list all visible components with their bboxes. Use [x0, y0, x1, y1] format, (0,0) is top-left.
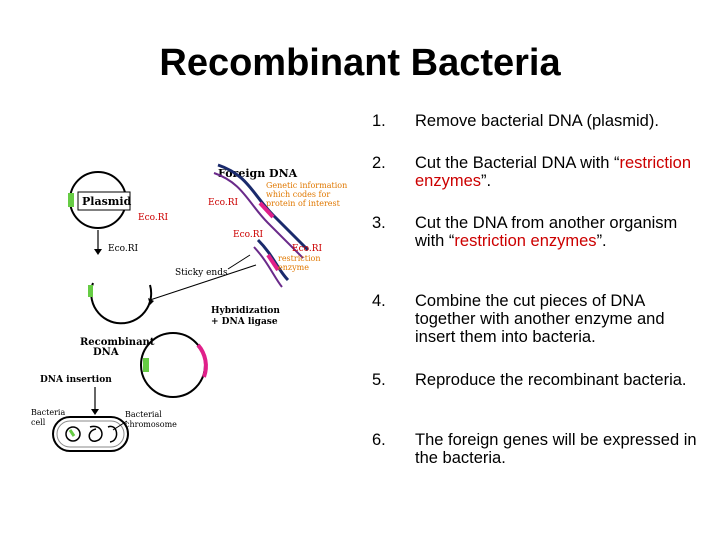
step-5-text: Reproduce the recombinant bacteria. — [415, 371, 687, 389]
step-4-number: 4. — [372, 292, 386, 310]
ecori-label-1: Eco.RI — [138, 213, 169, 223]
bacteria-cell-line-2: cell — [31, 418, 46, 427]
restriction-enzyme-line-1: restriction — [278, 254, 320, 263]
bacterial-chromosome-line-1: Bacterial — [125, 410, 162, 419]
bacteria-cell-shape — [52, 416, 129, 452]
plasmid-label: Plasmid — [82, 195, 132, 208]
step-6-number: 6. — [372, 431, 386, 449]
step-5-number: 5. — [372, 371, 386, 389]
genetic-info-line-3: protein of interest — [266, 199, 341, 208]
hybridization-line-2: + DNA ligase — [211, 317, 278, 327]
bacteria-cell-line-1: Bacteria — [31, 408, 65, 417]
ecori-label-4: Eco.RI — [233, 230, 264, 240]
step-1-number: 1. — [372, 112, 386, 130]
step-3-text-pre: Cut the DNA from another organism with “ — [415, 214, 678, 250]
step-3-text: Cut the DNA from another organism with “… — [415, 214, 700, 250]
dna-insertion-label: DNA insertion — [40, 375, 112, 385]
cut-foreign-dna — [253, 238, 290, 288]
plasmid-label-box: Plasmid — [77, 191, 132, 211]
arrow-head-1 — [94, 249, 102, 255]
step-2-text-post: ”. — [481, 172, 492, 190]
genetic-info-line-1: Genetic information — [266, 181, 347, 190]
recombinant-dna-diagram: Plasmid Eco.RI Eco.RI Foreign DNA Geneti… — [28, 155, 358, 465]
step-4-text: Combine the cut pieces of DNA together w… — [415, 292, 665, 346]
sticky-ends-pointer — [227, 254, 251, 270]
hybridization-line-1: Hybridization — [211, 306, 280, 316]
restriction-enzyme-line-2: enzyme — [278, 263, 309, 272]
step-2-number: 2. — [372, 154, 386, 172]
step-1-text: Remove bacterial DNA (plasmid). — [415, 112, 659, 130]
step-3-number: 3. — [372, 214, 386, 232]
bacterial-chromosome-line-2: chromosome — [125, 420, 177, 429]
step-3-text-highlight: restriction enzymes — [454, 232, 597, 250]
recombinant-dna-line-2: DNA — [93, 347, 119, 358]
step-6-text: The foreign genes will be expressed in t… — [415, 431, 697, 467]
step-2-text-pre: Cut the Bacterial DNA with “ — [415, 154, 620, 172]
diagram-svg: Plasmid Eco.RI Eco.RI Foreign DNA Geneti… — [31, 163, 347, 452]
step-3-text-post: ”. — [596, 232, 607, 250]
ecori-label-3: Eco.RI — [208, 198, 239, 208]
slide-title: Recombinant Bacteria — [159, 42, 561, 84]
foreign-dna-strand — [213, 163, 310, 259]
step-2-text-highlight: restriction enzymes — [415, 154, 692, 190]
recombinant-plasmid — [140, 332, 208, 398]
insertion-arrow-head — [91, 409, 99, 415]
sticky-ends-label: Sticky ends — [175, 268, 228, 278]
ecori-label-5: Eco.RI — [292, 244, 323, 254]
step-2-text: Cut the Bacterial DNA with “restriction … — [415, 154, 700, 190]
chromosome-pointer — [112, 420, 128, 431]
hybridization-arrow — [149, 264, 257, 301]
ecori-label-2: Eco.RI — [108, 244, 139, 254]
genetic-info-line-2: which codes for — [266, 190, 330, 199]
hybridization-arrow-head — [148, 298, 154, 305]
cut-plasmid — [88, 282, 153, 325]
recombinant-dna-line-1: Recombinant — [80, 337, 155, 348]
